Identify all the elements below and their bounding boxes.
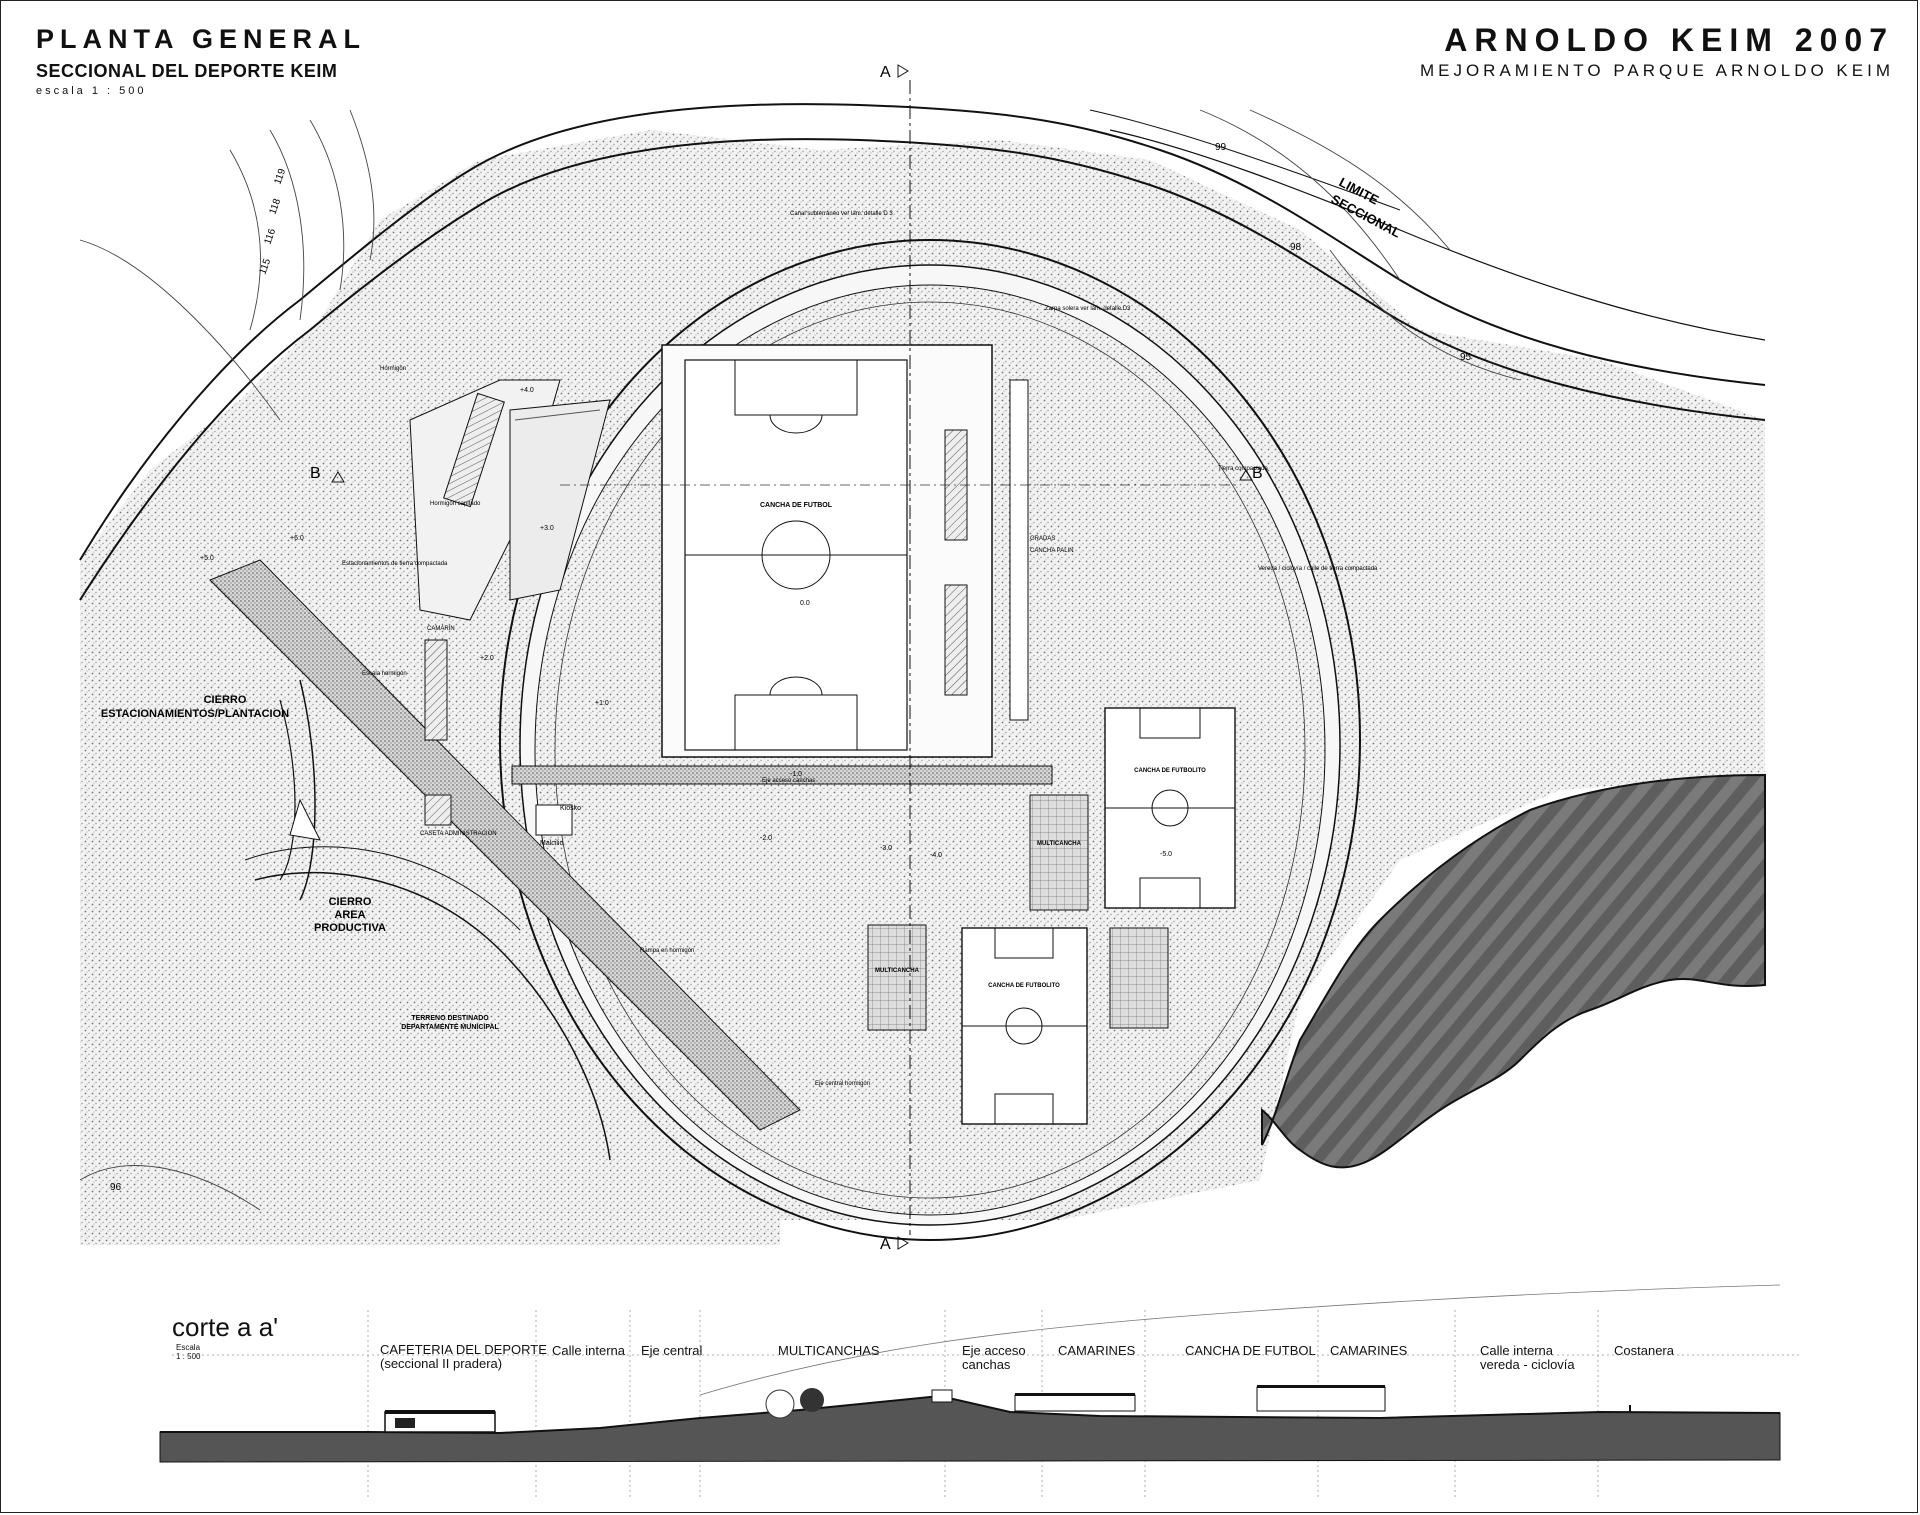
- section-heading: Costanera: [1614, 1343, 1674, 1358]
- coastal-road: [79, 103, 1766, 561]
- note: Rampa en hormigón: [640, 948, 694, 954]
- diagonal-ramp: [209, 559, 801, 1131]
- zone-terreno: TERRENO DESTINADO: [411, 1015, 489, 1022]
- cafeteria-building: [443, 392, 505, 508]
- zone-cierro-est: ESTACIONAMIENTOS/PLANTACION: [101, 708, 289, 720]
- note: Tierra compactada: [1218, 466, 1268, 472]
- note: Canal subterráneo ver lám. detalle D 3: [790, 211, 893, 217]
- section-kiosk: [931, 1389, 953, 1403]
- futbolito-1-label: CANCHA DE FUTBOLITO: [1134, 768, 1206, 774]
- section-scale: Escala 1 : 500: [176, 1343, 200, 1361]
- title-block-left: PLANTA GENERAL SECCIONAL DEL DEPORTE KEI…: [36, 24, 366, 97]
- contour-label: 119: [272, 167, 288, 186]
- level-mark: -2.0: [760, 835, 772, 842]
- section-marker-b-right: B: [1252, 465, 1263, 482]
- level-mark: +2.0: [480, 655, 494, 662]
- section-camarin-1: [1014, 1394, 1136, 1412]
- level-mark: -4.0: [930, 852, 942, 859]
- multicancha-1-label: MULTICANCHA: [1037, 841, 1082, 847]
- level-mark: +3.0: [540, 525, 554, 532]
- multicancha-2: [867, 924, 927, 1031]
- section-tree: [765, 1389, 795, 1419]
- level-mark: -3.0: [880, 845, 892, 852]
- project-subtitle: MEJORAMIENTO PARQUE ARNOLDO KEIM: [1419, 61, 1894, 80]
- drawing-scale: escala 1 : 500: [36, 85, 147, 97]
- zone-cierro-prod: AREA: [334, 909, 365, 921]
- project-title: ARNOLDO KEIM 2007: [1444, 22, 1894, 58]
- section-title: corte a a': [172, 1312, 279, 1342]
- contour-label: 116: [262, 227, 278, 246]
- section-heading: CANCHA DE FUTBOL: [1185, 1343, 1316, 1358]
- section-tree: [800, 1388, 824, 1412]
- drawing-subtitle: SECCIONAL DEL DEPORTE KEIM: [36, 61, 338, 81]
- multicancha-2-label: MULTICANCHA: [875, 968, 920, 974]
- zone-cierro-prod: PRODUCTIVA: [314, 922, 386, 934]
- gradas-label: GRADAS: [1030, 536, 1055, 542]
- cancha-palin: [1009, 379, 1029, 721]
- contour-label: 96: [110, 1182, 122, 1193]
- oval-outer: [499, 239, 1361, 1241]
- terrace-wedge: [509, 399, 611, 601]
- contour-label: 95: [1460, 352, 1472, 363]
- lake: [1261, 773, 1766, 1169]
- note: Eje acceso canchas: [762, 778, 815, 784]
- section-scale-value: 1 : 500: [176, 1352, 201, 1361]
- zone-cierro-est: CIERRO: [204, 694, 247, 706]
- contour-label: 98: [1290, 242, 1302, 253]
- malcilio-label: Malcilio: [540, 840, 563, 847]
- multicancha-1: [1029, 794, 1089, 911]
- caseta-label: CASETA ADMINISTRACION: [420, 831, 497, 837]
- section-scale-label: Escala: [176, 1343, 201, 1352]
- section-marker-a-bottom: A: [880, 1236, 891, 1253]
- note: Eje central hormigón: [815, 1081, 870, 1087]
- section-heading: Calle interna vereda - ciclovía: [1480, 1343, 1575, 1372]
- note: Hormigón: [380, 366, 406, 372]
- level-mark: +5.0: [200, 555, 214, 562]
- section-heading: CAMARINES: [1058, 1343, 1136, 1358]
- note: Estacionamientos de tierra compactada: [342, 561, 448, 567]
- level-mark: 0.0: [800, 600, 810, 607]
- note: Zarpa solera ver lám. detalle D3: [1045, 306, 1131, 312]
- section-heading: Eje acceso canchas: [962, 1343, 1026, 1372]
- zone-terreno: DEPARTAMENTE MUNICIPAL: [401, 1024, 499, 1031]
- futbolito-2-label: CANCHA DE FUTBOLITO: [988, 983, 1060, 989]
- drawing-title: PLANTA GENERAL: [36, 24, 366, 54]
- section-heading: CAFETERIA DEL DEPORTE (seccional II prad…: [380, 1342, 547, 1371]
- stands-2: [944, 584, 968, 696]
- level-mark: +1.0: [595, 700, 609, 707]
- caseta-administracion: [424, 794, 452, 826]
- note: Vereda / ciclovía / calle de tierra comp…: [1258, 566, 1378, 572]
- title-block-right: ARNOLDO KEIM 2007 MEJORAMIENTO PARQUE AR…: [1420, 22, 1894, 81]
- section-camarin-2: [1256, 1386, 1386, 1412]
- note: CAMARIN: [427, 626, 455, 632]
- kiosko-label: Kiosko: [560, 805, 581, 812]
- section-heading: MULTICANCHAS: [778, 1343, 880, 1358]
- contour-label: 115: [257, 257, 273, 276]
- main-field-label: CANCHA DE FUTBOL: [760, 502, 833, 509]
- note: Escala hormigón: [362, 671, 407, 677]
- contour-label: 118: [267, 197, 283, 216]
- contour-lines: [79, 109, 1521, 1211]
- level-mark: -5.0: [1160, 851, 1172, 858]
- note: Hormigón capitado: [430, 501, 481, 507]
- kiosko: [535, 804, 573, 836]
- zone-cierro-prod: CIERRO: [329, 896, 372, 908]
- contour-label: 99: [1215, 142, 1227, 153]
- camarin-building: [424, 639, 448, 741]
- section-heading: Eje central: [641, 1343, 703, 1358]
- multicancha-3: [1109, 927, 1169, 1029]
- section-heading: Calle interna: [552, 1343, 625, 1358]
- level-mark: +6.0: [290, 535, 304, 542]
- level-mark: -1.0: [790, 771, 802, 778]
- access-axis-band: [511, 765, 1053, 785]
- section-marker-b-left: B: [310, 465, 321, 482]
- section-marker-a-top: A: [880, 64, 891, 81]
- level-mark: +4.0: [520, 387, 534, 394]
- palin-label: CANCHA PALIN: [1030, 548, 1074, 554]
- section-heading: CAMARINES: [1330, 1343, 1408, 1358]
